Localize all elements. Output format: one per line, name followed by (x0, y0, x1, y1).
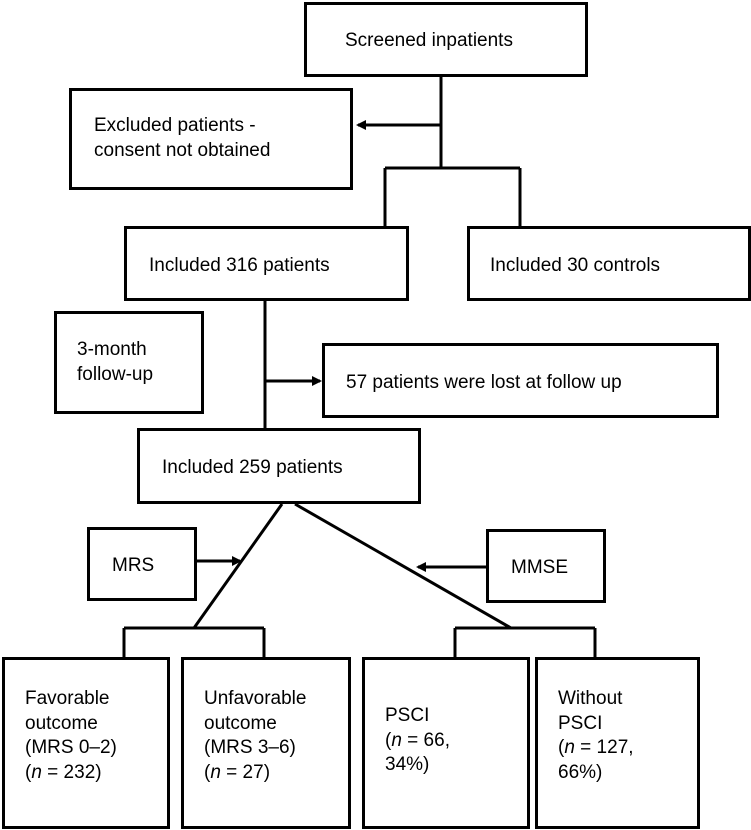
screened-inpatients-label: Screened inpatients (345, 30, 513, 51)
follow-up-box: 3-month follow-up (54, 311, 204, 414)
mmse-label: MMSE (511, 557, 568, 578)
unfavorable-line1: Unfavorable (204, 688, 307, 709)
excluded-patients-box: Excluded patients - consent not obtained (69, 88, 353, 190)
line-diag-left (192, 503, 284, 629)
psci-line3: 34%) (385, 754, 430, 776)
included-259-label: Included 259 patients (162, 457, 343, 478)
unfavorable-line2: outcome (204, 712, 277, 734)
favorable-n: (n = 232) (25, 762, 102, 784)
included-316-label: Included 316 patients (149, 255, 330, 276)
without-psci-line1: Without (558, 688, 623, 709)
favorable-outcome-box: Favorable outcome (MRS 0–2) (n = 232) (2, 657, 170, 829)
unfavorable-line3: (MRS 3–6) (204, 737, 296, 759)
without-psci-line2: PSCI (558, 712, 603, 734)
lost-follow-up-label: 57 patients were lost at follow up (346, 372, 622, 393)
mmse-box: MMSE (486, 529, 606, 603)
included-controls-label: Included 30 controls (490, 255, 661, 276)
without-psci-box: Without PSCI (n = 127, 66%) (535, 657, 700, 829)
favorable-line2: outcome (25, 712, 98, 734)
without-psci-line4: 66%) (558, 762, 603, 784)
psci-n: (n = 66, (385, 729, 450, 751)
line-diag-right (294, 502, 512, 630)
screened-inpatients-box: Screened inpatients (304, 2, 588, 77)
excluded-patients-label: Excluded patients - consent not obtained (94, 115, 271, 161)
favorable-line1: Favorable (25, 688, 110, 709)
mrs-box: MRS (87, 527, 197, 601)
included-controls-box: Included 30 controls (467, 226, 751, 301)
follow-up-label: 3-month follow-up (77, 339, 154, 385)
without-psci-n: (n = 127, (558, 737, 634, 759)
lost-follow-up-box: 57 patients were lost at follow up (322, 343, 719, 418)
unfavorable-outcome-box: Unfavorable outcome (MRS 3–6) (n = 27) (181, 657, 351, 829)
mrs-label: MRS (112, 555, 155, 576)
unfavorable-n: (n = 27) (204, 762, 271, 784)
psci-line1: PSCI (385, 705, 430, 726)
favorable-line3: (MRS 0–2) (25, 737, 117, 759)
included-259-box: Included 259 patients (137, 428, 421, 504)
psci-box: PSCI (n = 66, 34%) (362, 657, 530, 829)
included-316-box: Included 316 patients (124, 226, 409, 301)
